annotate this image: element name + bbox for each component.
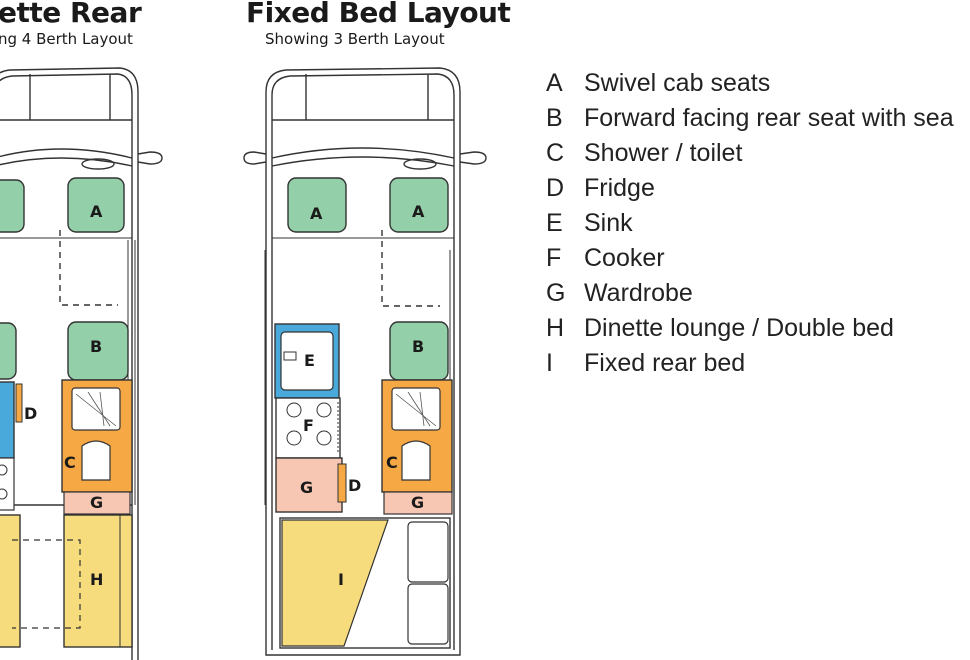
- legend-item: D Fridge: [546, 171, 954, 206]
- label-c-left-plan: C: [64, 453, 76, 472]
- legend-text: Sink: [584, 209, 633, 237]
- label-b-right-plan: B: [412, 337, 424, 356]
- legend-key: G: [546, 279, 566, 307]
- label-a-right-plan-2: A: [412, 202, 425, 221]
- legend: A Swivel cab seats B Forward facing rear s…: [546, 66, 954, 381]
- legend-item: G Wardrobe: [546, 276, 954, 311]
- label-a-right-plan-1: A: [310, 204, 323, 223]
- left-fridge: [15, 383, 23, 423]
- legend-item: C Shower / toilet: [546, 136, 954, 171]
- legend-key: B: [546, 104, 563, 132]
- left-sink-partial: [0, 381, 15, 459]
- label-d-left-plan: D: [24, 404, 37, 423]
- right-seat-a-right: [389, 177, 449, 233]
- legend-text: Dinette lounge / Double bed: [584, 314, 894, 342]
- legend-key: F: [546, 244, 562, 272]
- label-g-right-plan-2: G: [411, 493, 424, 512]
- right-plan-subtitle: Showing 3 Berth Layout: [265, 30, 445, 48]
- right-wardrobe-2: [383, 491, 453, 515]
- left-plan-subtitle: ng 4 Berth Layout: [0, 30, 133, 48]
- left-bed-h: [63, 514, 133, 648]
- right-floor-plan: [243, 67, 487, 656]
- label-d-right-plan: D: [348, 476, 361, 495]
- label-f-right-plan: F: [303, 416, 314, 435]
- legend-item: I Fixed rear bed: [546, 346, 954, 381]
- left-seat-a: [67, 177, 125, 233]
- label-h-left-plan: H: [90, 570, 103, 589]
- legend-item: F Cooker: [546, 241, 954, 276]
- label-a-left-plan: A: [90, 202, 103, 221]
- legend-key: H: [546, 314, 565, 342]
- legend-text: Forward facing rear seat with sea: [584, 104, 954, 132]
- legend-text: Fixed rear bed: [584, 349, 746, 377]
- left-bed-partial: [0, 514, 21, 648]
- legend-key: D: [546, 174, 565, 202]
- left-floor-plan: [0, 67, 163, 660]
- right-plan-title: Fixed Bed Layout: [246, 0, 511, 29]
- legend-text: Shower / toilet: [584, 139, 743, 167]
- legend-key: C: [546, 139, 565, 167]
- right-cooker: [275, 397, 341, 459]
- right-seat-a-left: [287, 177, 347, 233]
- label-g-right-plan-1: G: [300, 478, 313, 497]
- right-fridge: [337, 463, 347, 503]
- label-g-left-plan: G: [90, 493, 103, 512]
- legend-text: Fridge: [584, 174, 655, 202]
- left-cooker-partial: [0, 457, 15, 511]
- legend-key: E: [546, 209, 563, 237]
- left-seat-a-partial: [0, 179, 25, 233]
- legend-text: Wardrobe: [584, 279, 693, 307]
- left-wardrobe: [63, 491, 131, 515]
- label-e-right-plan: E: [304, 351, 315, 370]
- legend-item: E Sink: [546, 206, 954, 241]
- left-seat-b-partial: [0, 322, 17, 380]
- label-i-right-plan: I: [338, 570, 344, 589]
- legend-key: A: [546, 69, 563, 97]
- legend-text: Cooker: [584, 244, 665, 272]
- legend-text: Swivel cab seats: [584, 69, 771, 97]
- label-c-right-plan: C: [386, 453, 398, 472]
- label-b-left-plan: B: [90, 337, 102, 356]
- legend-item: B Forward facing rear seat with sea: [546, 101, 954, 136]
- right-wardrobe: [275, 457, 343, 513]
- legend-key: I: [546, 349, 553, 377]
- legend-item: H Dinette lounge / Double bed: [546, 311, 954, 346]
- left-plan-title: ette Rear: [0, 0, 142, 29]
- legend-item: A Swivel cab seats: [546, 66, 954, 101]
